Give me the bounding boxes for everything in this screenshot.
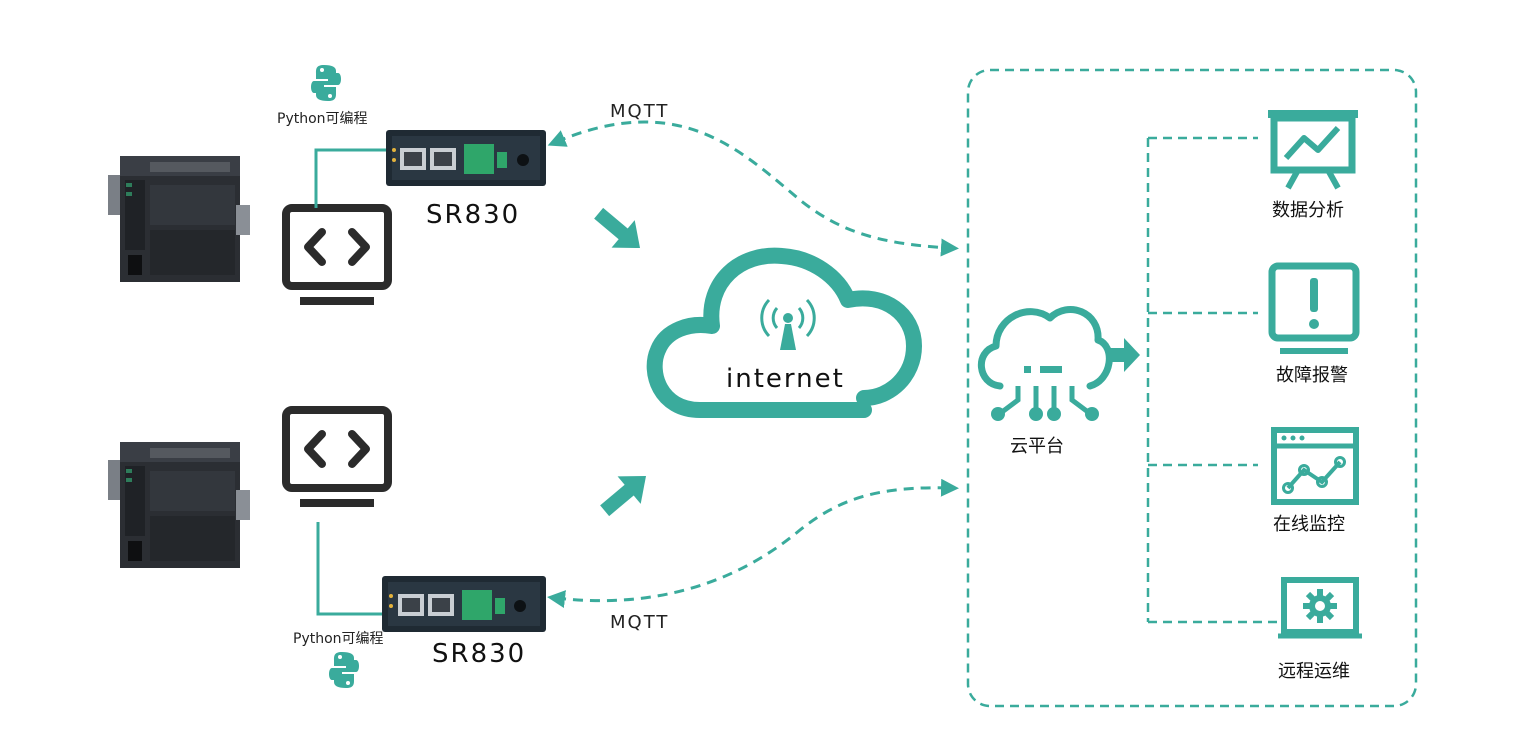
- cloud-platform-panel: [966, 68, 1418, 708]
- router-device-bottom: [382, 576, 546, 632]
- browser-line-chart-icon: [1271, 427, 1359, 505]
- arrow-to-functions: [1110, 338, 1140, 372]
- plc-device-top: [108, 156, 250, 282]
- code-monitor-icon: [282, 406, 392, 507]
- python-label-top: Python可编程: [277, 111, 368, 127]
- internet-cloud-icon: [646, 247, 922, 418]
- mqtt-link-bottom: [547, 478, 959, 608]
- arrow-to-internet-bottom: [600, 476, 646, 517]
- arrow-to-internet-top: [594, 207, 640, 248]
- function-label-remote-maintenance: 远程运维: [1278, 661, 1350, 682]
- connector-line-top: [314, 148, 388, 208]
- python-logo-icon: [311, 65, 341, 101]
- cloud-platform-label: 云平台: [1010, 436, 1064, 457]
- internet-label: internet: [726, 364, 845, 394]
- function-label-fault-alarm: 故障报警: [1276, 365, 1348, 386]
- python-label-bottom: Python可编程: [293, 631, 384, 647]
- alert-monitor-icon: [1268, 262, 1360, 354]
- cloud-circuit-icon: [977, 306, 1113, 421]
- plc-device-bottom: [108, 442, 250, 568]
- presentation-chart-icon: [1268, 110, 1358, 190]
- function-label-online-monitoring: 在线监控: [1273, 514, 1345, 535]
- python-logo-icon: [329, 652, 359, 688]
- code-monitor-icon: [282, 204, 392, 305]
- function-label-data-analysis: 数据分析: [1272, 200, 1344, 221]
- antenna-signal-icon: [760, 298, 816, 350]
- router-device-top: [386, 130, 546, 186]
- mqtt-link-top: [547, 120, 959, 257]
- connector-line-bottom: [316, 522, 384, 616]
- gear-monitor-icon: [1278, 577, 1362, 639]
- mqtt-label-top: MQTT: [610, 101, 670, 122]
- function-tree-lines: [1146, 136, 1280, 624]
- router-model-label-top: SR830: [426, 200, 521, 230]
- router-model-label-bottom: SR830: [432, 639, 527, 669]
- mqtt-label-bottom: MQTT: [610, 612, 670, 633]
